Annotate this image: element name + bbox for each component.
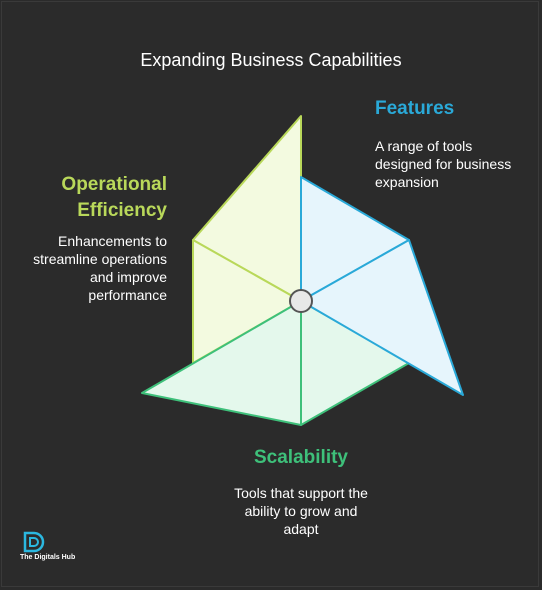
features-heading: Features — [375, 98, 455, 119]
operational-efficiency-heading: Operational Efficiency — [7, 172, 167, 224]
d-monogram-icon — [23, 531, 45, 553]
operational-heading-line2: Efficiency — [77, 200, 167, 221]
features-blade — [300, 176, 464, 396]
features-description: A range of tools designed for business e… — [375, 138, 512, 190]
scalability-description: Tools that support the ability to grow a… — [0, 484, 542, 538]
scalability-description-text: Tools that support the ability to grow a… — [234, 485, 368, 537]
page-title: Expanding Business Capabilities — [140, 50, 402, 70]
logo-text: The Digitals Hub — [20, 554, 76, 561]
center-hub — [289, 289, 313, 313]
scalability-heading: Scalability — [254, 447, 348, 468]
operational-heading-line1: Operational — [61, 174, 167, 195]
scalability-blade — [141, 300, 410, 426]
operational-efficiency-description: Enhancements to streamline operations an… — [33, 233, 167, 303]
